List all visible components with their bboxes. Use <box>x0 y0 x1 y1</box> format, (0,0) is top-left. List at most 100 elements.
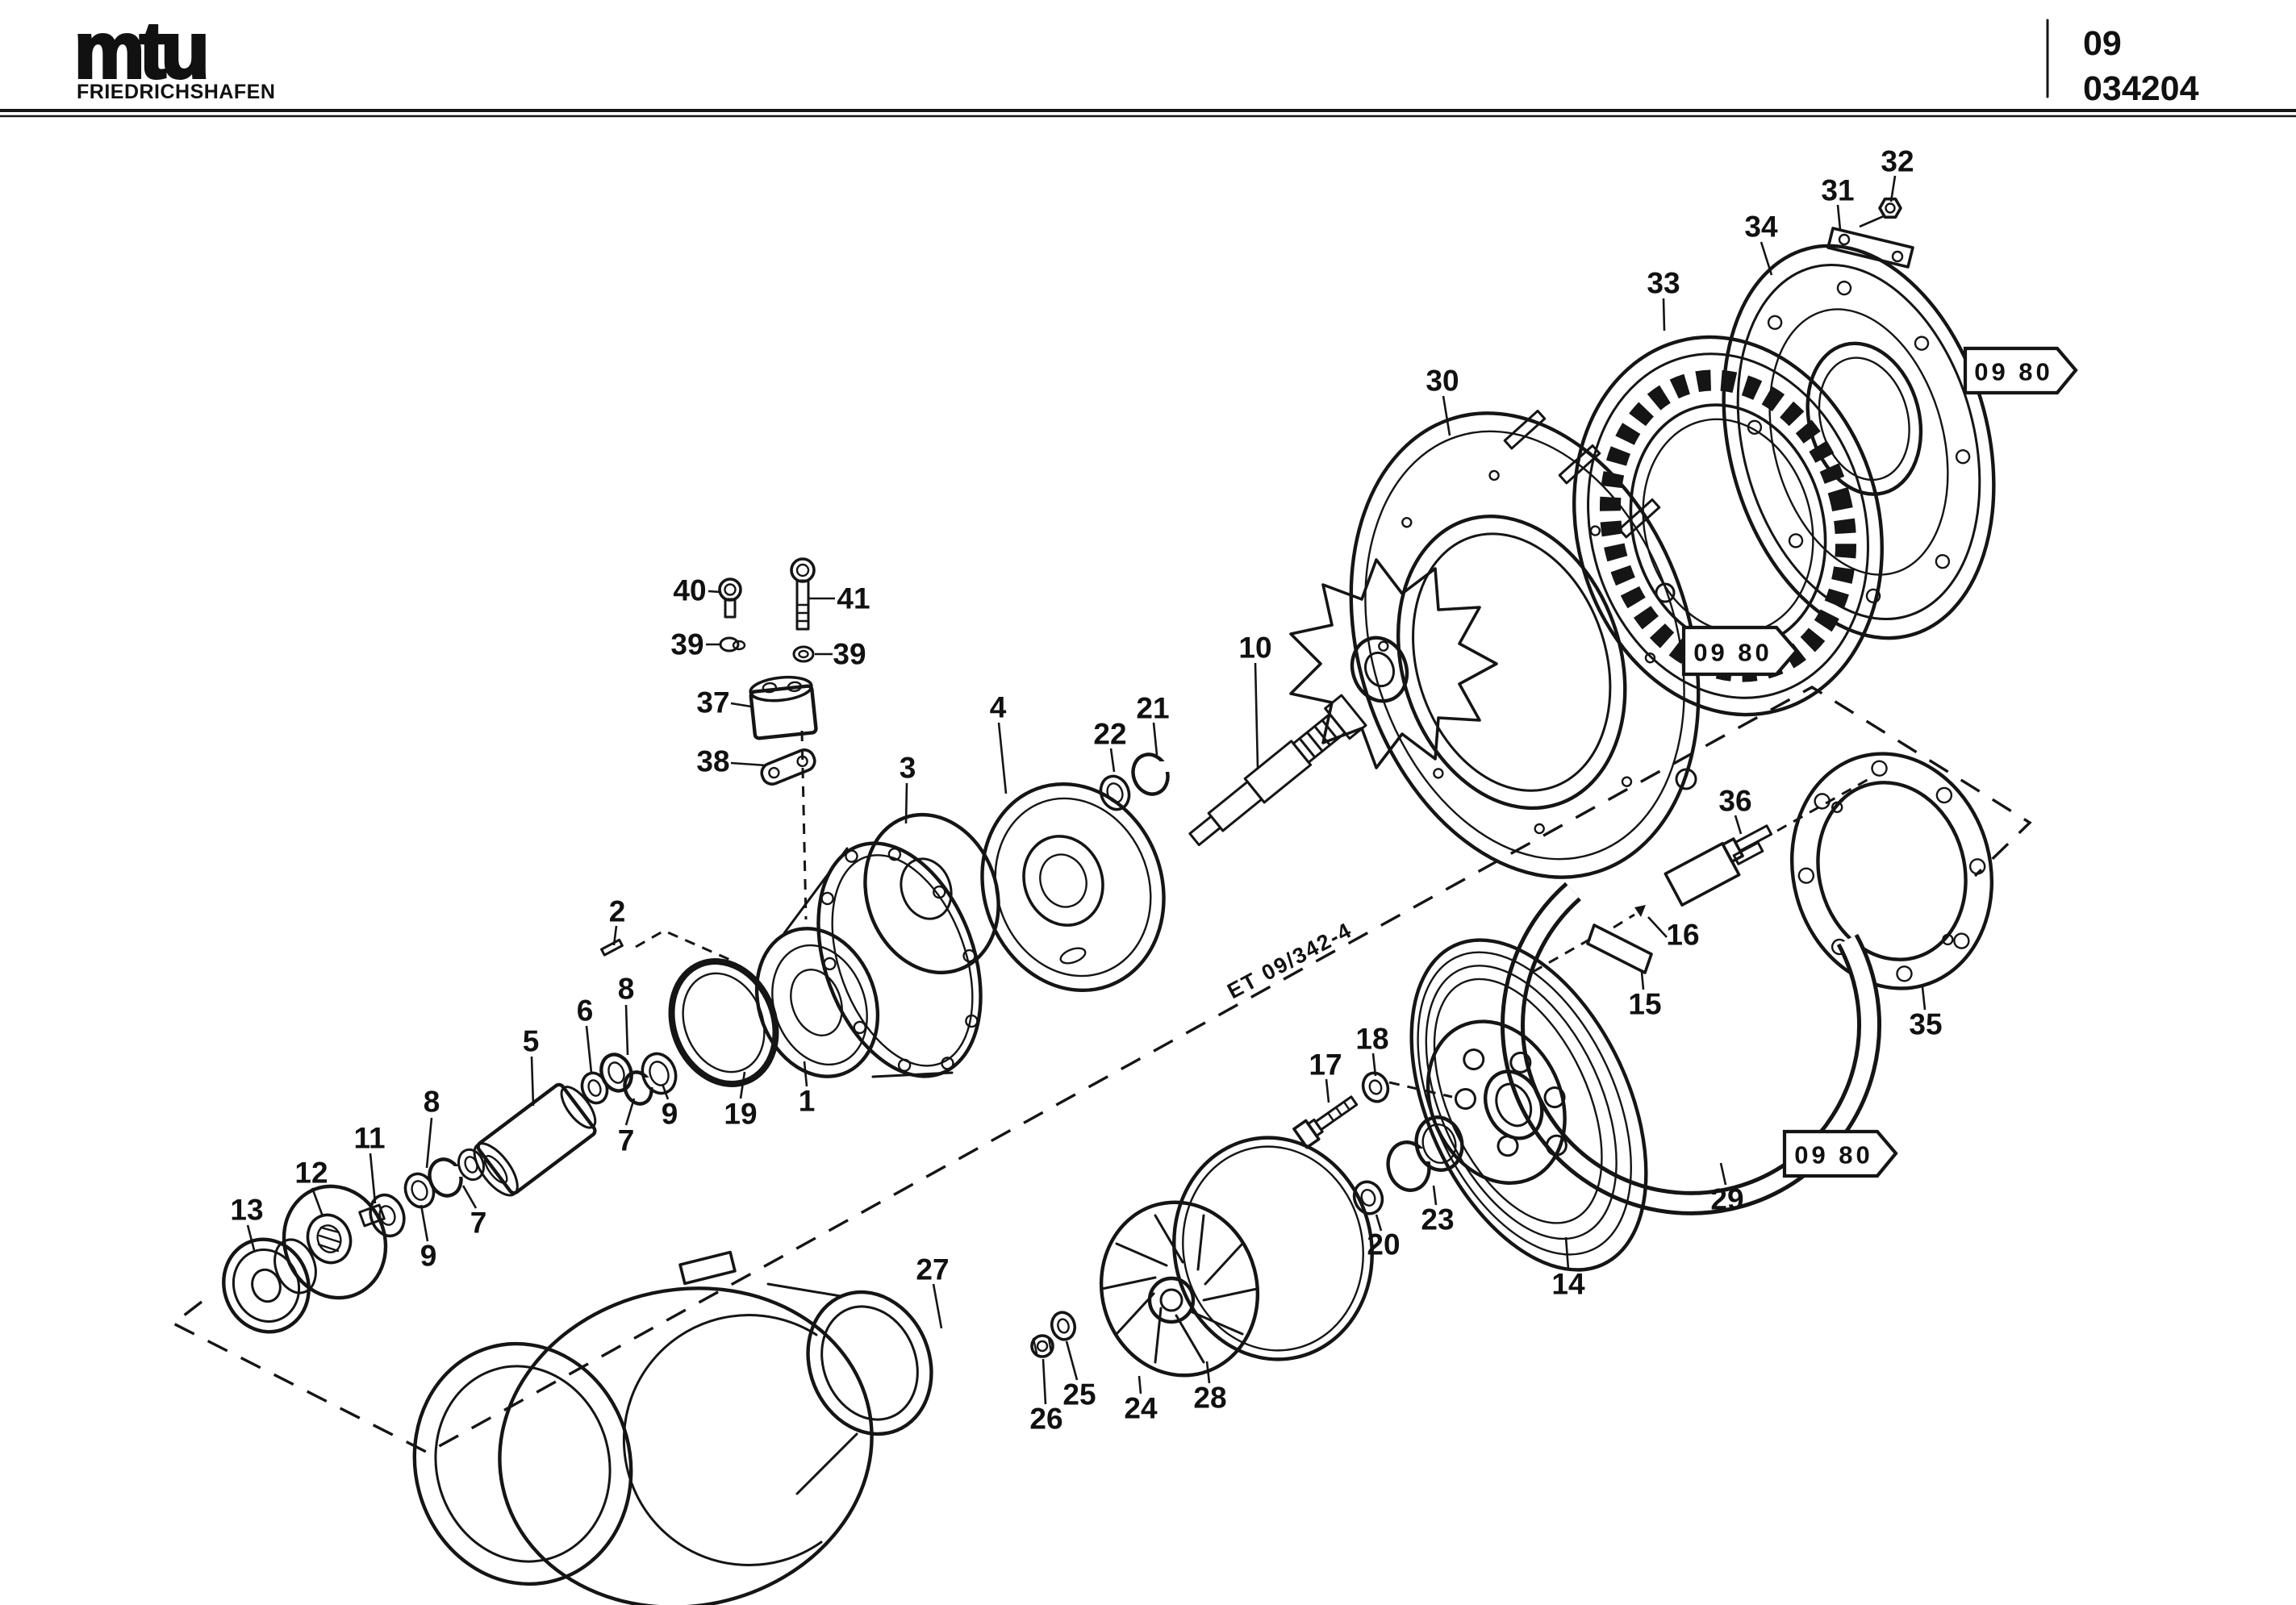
part-callout-16: 16 <box>1666 919 1699 952</box>
part-callout-41: 41 <box>837 582 870 615</box>
part-callout-32: 32 <box>1881 145 1914 178</box>
part-callout-22: 22 <box>1093 718 1126 751</box>
part-callout-10: 10 <box>1238 632 1271 665</box>
part-callout-35: 35 <box>1909 1008 1942 1041</box>
part-8-ring-right <box>599 1053 633 1093</box>
part-callout-2: 2 <box>609 895 626 928</box>
part-number-callouts: 1234567897891011121314151617181920212223… <box>230 145 1942 1436</box>
part-14-pulley <box>1409 938 1648 1272</box>
part-7-snap-ring <box>428 1157 463 1198</box>
nav-arrow-09-80-top[interactable]: 09 80 <box>1963 346 2078 395</box>
part-1-bearing-housing <box>754 841 983 1078</box>
mtu-logo-subtext: FRIEDRICHSHAFEN <box>77 81 275 103</box>
part-callout-8: 8 <box>618 973 635 1006</box>
part-callout-17: 17 <box>1309 1048 1342 1082</box>
part-callout-12: 12 <box>294 1157 328 1190</box>
part-20-washer <box>1352 1180 1384 1215</box>
part-callout-27: 27 <box>916 1253 949 1286</box>
part-32-nut <box>1878 197 1902 219</box>
part-callout-19: 19 <box>724 1098 757 1131</box>
part-callout-36: 36 <box>1718 785 1751 818</box>
part-callout-18: 18 <box>1355 1023 1388 1056</box>
part-callout-24: 24 <box>1124 1392 1158 1425</box>
part-2-pin <box>600 938 624 957</box>
part-callout-7: 7 <box>470 1207 487 1240</box>
part-callout-31: 31 <box>1821 174 1854 207</box>
part-9-ring <box>403 1172 436 1209</box>
part-callout-40: 40 <box>673 574 706 607</box>
nav-arrow-09-80-middle[interactable]: 09 80 <box>1681 625 1799 677</box>
part-41-bolt <box>790 557 816 631</box>
part-callout-26: 26 <box>1029 1403 1062 1436</box>
part-12-impeller <box>282 1184 388 1300</box>
part-4-cover <box>980 782 1166 993</box>
part-callout-11: 11 <box>353 1122 385 1155</box>
part-callout-6: 6 <box>577 994 594 1028</box>
part-39-washer-left <box>719 636 746 652</box>
part-callout-39: 39 <box>670 628 703 661</box>
nav-arrow-label: 09 80 <box>1693 639 1772 667</box>
part-9-ring-right <box>641 1052 678 1095</box>
part-callout-33: 33 <box>1647 267 1680 300</box>
nav-arrow-label: 09 80 <box>1794 1141 1873 1169</box>
part-28-oring <box>1172 1136 1374 1361</box>
part-callout-28: 28 <box>1193 1382 1226 1415</box>
part-callout-9: 9 <box>420 1240 437 1273</box>
part-40-bolt <box>718 577 742 619</box>
part-22-ring <box>1099 774 1131 811</box>
page-header: mtu FRIEDRICHSHAFEN 09 034204 <box>0 4 2296 118</box>
part-callout-37: 37 <box>696 686 729 719</box>
part-31-strap <box>1826 227 1914 269</box>
part-callout-21: 21 <box>1136 692 1169 725</box>
part-25-washer <box>1050 1311 1077 1341</box>
doc-number: 034204 <box>2083 69 2199 108</box>
nav-arrow-label: 09 80 <box>1974 358 2053 386</box>
callout-leader-lines <box>246 175 1927 1405</box>
part-16-pin <box>1634 905 1646 917</box>
part-callout-38: 38 <box>696 745 729 778</box>
part-39-washer-right <box>792 645 815 663</box>
part-callout-20: 20 <box>1367 1228 1400 1261</box>
part-23-snap-ring <box>1386 1115 1464 1192</box>
part-17-bolt <box>1292 1095 1359 1149</box>
doc-group-number: 09 <box>2083 24 2122 63</box>
part-5-bearing-sleeve <box>473 1082 597 1197</box>
part-callout-14: 14 <box>1551 1268 1585 1301</box>
part-3-heat-shield <box>863 812 1000 975</box>
sheet-reference-code: ET 09/342-4 <box>1223 918 1356 1004</box>
part-callout-4: 4 <box>990 691 1007 724</box>
part-11-washer <box>369 1193 406 1238</box>
part-10-rotor-shaft <box>1188 558 1498 847</box>
part-callout-34: 34 <box>1744 211 1778 244</box>
part-37-spacer <box>749 675 818 740</box>
part-callout-3: 3 <box>900 752 916 785</box>
part-35-ring <box>1789 752 1994 990</box>
nav-arrow-09-80-bottom[interactable]: 09 80 <box>1782 1129 1898 1178</box>
part-callout-30: 30 <box>1426 365 1459 398</box>
part-callout-8: 8 <box>424 1086 440 1119</box>
mtu-logo: mtu <box>74 6 205 94</box>
part-callout-13: 13 <box>230 1194 263 1227</box>
part-18-washer <box>1361 1071 1390 1103</box>
part-6-ring <box>580 1071 609 1105</box>
part-callout-23: 23 <box>1421 1203 1454 1236</box>
part-26-nut <box>1030 1334 1054 1358</box>
part-21-snap-ring <box>1131 752 1170 796</box>
part-34-bearing-flange <box>1722 244 1996 640</box>
part-30-inlet-housing <box>1349 409 1701 879</box>
part-callout-9: 9 <box>662 1098 678 1131</box>
part-callout-25: 25 <box>1062 1378 1096 1411</box>
part-29-vband-clamp <box>1501 841 1882 1215</box>
part-callout-1: 1 <box>799 1085 816 1118</box>
part-24-compressor-wheel <box>1099 1200 1260 1378</box>
part-callout-5: 5 <box>523 1025 540 1058</box>
part-15-lock-plate <box>1586 923 1653 974</box>
part-38-gasket <box>760 748 816 786</box>
part-27-turbine-housing <box>412 1250 933 1605</box>
part-callout-39: 39 <box>833 638 866 671</box>
part-callout-15: 15 <box>1628 988 1661 1021</box>
part-33-roller-bearing <box>1572 335 1884 717</box>
dashed-reference-lines <box>170 686 2032 1454</box>
part-callout-29: 29 <box>1710 1183 1743 1216</box>
